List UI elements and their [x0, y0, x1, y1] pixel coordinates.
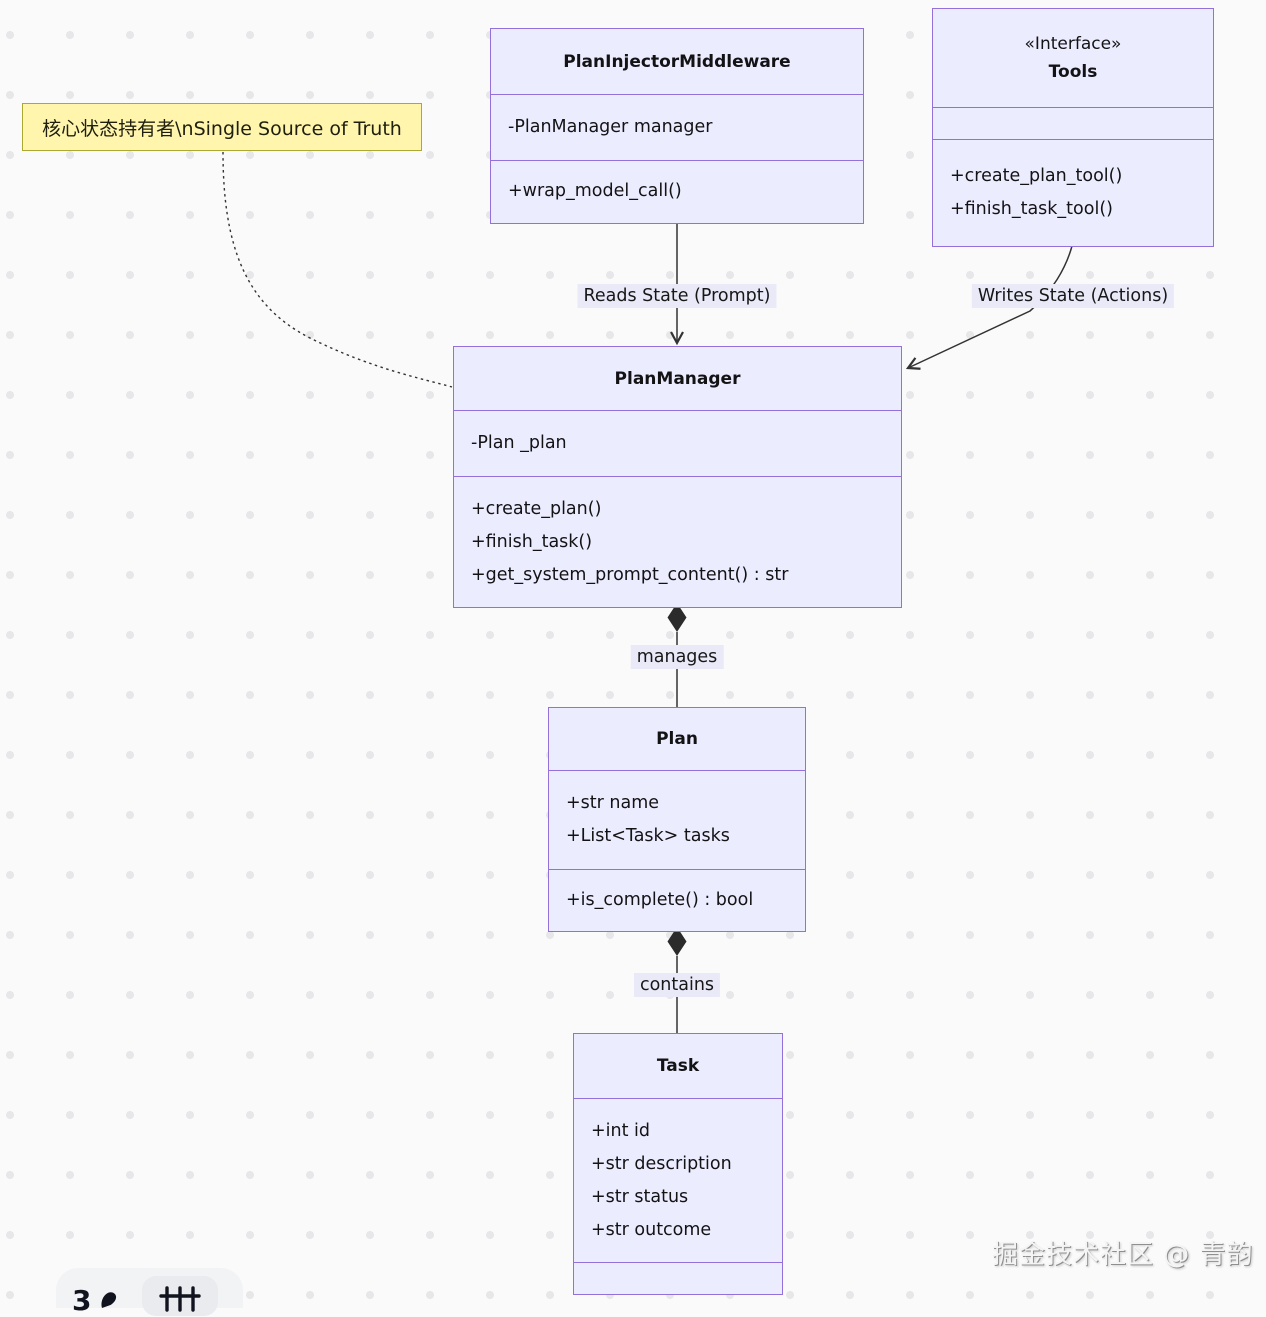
attribute-line: +str outcome — [591, 1220, 712, 1240]
sliders-icon — [159, 1286, 201, 1316]
pen-icon[interactable] — [98, 1287, 122, 1315]
class-title: PlanInjectorMiddleware — [491, 29, 863, 95]
class-title: PlanManager — [454, 347, 901, 411]
attributes-compartment: -PlanManager manager — [491, 95, 863, 161]
methods-compartment: +create_plan() +finish_task() +get_syste… — [454, 477, 901, 607]
method-line: +create_plan() — [471, 499, 602, 519]
edge-label-manages: manages — [630, 645, 724, 669]
note-text: 核心状态持有者\nSingle Source of Truth — [42, 117, 402, 140]
attribute-line: +int id — [591, 1121, 651, 1141]
class-task: Task +int id +str description +str statu… — [573, 1033, 783, 1295]
class-plan-manager: PlanManager -Plan _plan +create_plan() +… — [453, 346, 902, 608]
class-tools-interface: «Interface» Tools +create_plan_tool() +f… — [932, 8, 1214, 247]
class-plan: Plan +str name +List<Task> tasks +is_com… — [548, 707, 806, 932]
edge-label-writes-state: Writes State (Actions) — [971, 284, 1175, 308]
attributes-compartment-empty — [933, 108, 1213, 140]
methods-compartment: +is_complete() : bool — [549, 870, 805, 931]
methods-compartment: +wrap_model_call() — [491, 161, 863, 223]
note-link-line — [222, 151, 453, 388]
attribute-line: +str name — [566, 793, 660, 813]
attribute-line: -PlanManager manager — [508, 117, 713, 137]
attribute-line: +str status — [591, 1187, 689, 1207]
class-plan-injector-middleware: PlanInjectorMiddleware -PlanManager mana… — [490, 28, 864, 224]
edge-label-reads-state: Reads State (Prompt) — [577, 284, 777, 308]
attribute-line: +List<Task> tasks — [566, 826, 730, 846]
class-title: Task — [574, 1034, 782, 1099]
methods-compartment: +create_plan_tool() +finish_task_tool() — [933, 140, 1213, 246]
methods-compartment-empty — [574, 1263, 782, 1294]
attributes-compartment: -Plan _plan — [454, 411, 901, 477]
method-line: +finish_task() — [471, 532, 593, 552]
attribute-line: +str description — [591, 1154, 732, 1174]
class-title: «Interface» Tools — [933, 9, 1213, 108]
stereotype-label: «Interface» — [1024, 34, 1122, 54]
sliders-button[interactable] — [142, 1276, 218, 1316]
method-line: +is_complete() : bool — [566, 890, 754, 910]
toolbar-count-label[interactable]: 3 — [72, 1284, 92, 1317]
class-title-text: Tools — [1048, 62, 1098, 82]
class-title: Plan — [549, 708, 805, 771]
note-single-source-of-truth: 核心状态持有者\nSingle Source of Truth — [22, 103, 422, 151]
attribute-line: -Plan _plan — [471, 433, 567, 453]
edge-label-contains: contains — [633, 973, 721, 997]
attributes-compartment: +str name +List<Task> tasks — [549, 771, 805, 870]
method-line: +finish_task_tool() — [950, 199, 1113, 219]
method-line: +create_plan_tool() — [950, 166, 1123, 186]
method-line: +wrap_model_call() — [508, 181, 682, 201]
floating-toolbar: 3 — [56, 1268, 243, 1317]
watermark: 掘金技术社区 @ 青韵 — [992, 1240, 1254, 1270]
method-line: +get_system_prompt_content() : str — [471, 565, 789, 585]
attributes-compartment: +int id +str description +str status +st… — [574, 1099, 782, 1263]
